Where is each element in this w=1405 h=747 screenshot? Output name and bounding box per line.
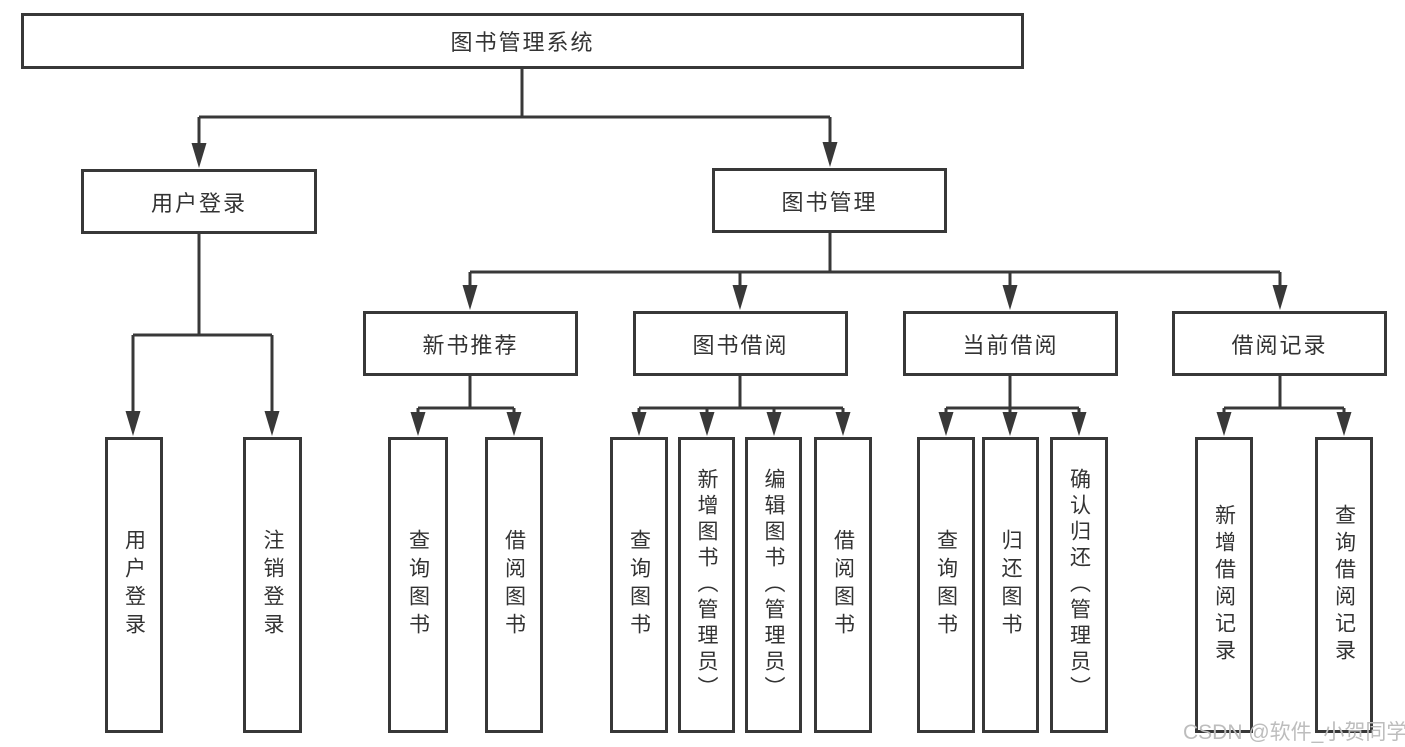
arrowheads [125,142,1352,436]
leaf-confirm-return-admin: 确认归还（管理员） [1050,437,1108,733]
node-book-management: 图书管理 [712,168,947,233]
watermark: CSDN @软件_小贺同学 [1183,721,1405,744]
node-borrow-records: 借阅记录 [1172,311,1387,376]
leaf-user-login: 用户登录 [105,437,163,733]
node-user-login: 用户登录 [81,169,317,234]
leaf-borrow-books: 借阅图书 [814,437,872,733]
leaf-query-books: 查询图书 [388,437,448,733]
leaf-query-books: 查询图书 [917,437,975,733]
node-current-borrow: 当前借阅 [903,311,1118,376]
leaf-logout: 注销登录 [243,437,302,733]
node-root: 图书管理系统 [21,13,1024,69]
leaf-edit-book-admin: 编辑图书（管理员） [745,437,802,733]
leaf-query-borrow-record: 查询借阅记录 [1315,437,1373,733]
leaf-borrow-books: 借阅图书 [485,437,543,733]
node-new-book-recommend: 新书推荐 [363,311,578,376]
leaf-add-borrow-record: 新增借阅记录 [1195,437,1253,733]
leaf-query-books: 查询图书 [610,437,668,733]
leaf-return-books: 归还图书 [982,437,1039,733]
node-book-borrow: 图书借阅 [633,311,848,376]
leaf-add-book-admin: 新增图书（管理员） [678,437,735,733]
